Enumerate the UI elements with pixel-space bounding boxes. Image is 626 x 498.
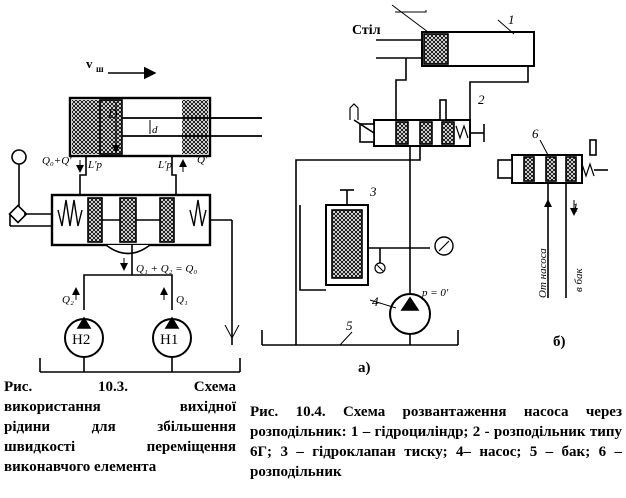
label-5: 5	[346, 318, 353, 333]
from-pump-label: От насоса	[537, 248, 549, 298]
caption-word: Схема	[193, 379, 236, 395]
lp-left-label: L'p	[87, 159, 102, 171]
caption-line: виконавчого елемента	[4, 457, 236, 477]
lp-right-label: L'p	[157, 159, 172, 171]
caption-word: Рис.	[4, 379, 33, 395]
velocity-sub-label: ш	[96, 64, 104, 74]
distributor-2	[359, 99, 485, 147]
caption-word: 10.3.	[97, 379, 128, 395]
pressure-valve-3	[299, 189, 369, 291]
pump-h2-label: H2	[72, 332, 90, 348]
label-6: 6	[532, 126, 539, 141]
flow-q0-label: Q₀+Q'	[42, 155, 72, 167]
lever-handle[interactable]	[8, 149, 52, 227]
line-q2	[83, 245, 133, 310]
pump-h1-label: H1	[160, 332, 178, 348]
label-4: 4	[372, 294, 379, 309]
caption-fig-10-4: Рис. 10.4. Схема розвантаження насоса че…	[250, 404, 622, 480]
distributor-valve	[50, 193, 212, 255]
label-3: 3	[369, 184, 377, 199]
subfigure-b-label: б)	[553, 334, 566, 350]
cylinder	[68, 96, 262, 158]
flow-q-prime-label: Q'	[197, 154, 208, 166]
flow-q1-label: Q₁	[176, 294, 188, 306]
caption-word: рідини	[4, 419, 51, 435]
pump-4	[389, 293, 431, 345]
caption-line: Рис. 10.3. Схема	[4, 377, 236, 397]
pressure-label: p = 0'	[421, 287, 449, 299]
pump-h1	[152, 316, 192, 372]
velocity-label: v	[86, 56, 93, 71]
caption-fig-10-3: Рис. 10.3. Схема використання вихідної р…	[4, 377, 236, 477]
line-q1	[132, 274, 173, 310]
figure-10-3	[8, 66, 262, 373]
caption-word: швидкості	[4, 439, 76, 455]
table-label: Стіл	[352, 23, 381, 38]
caption-line: швидкості переміщення	[4, 437, 236, 457]
figure-10-4-b	[497, 139, 608, 298]
caption-word: виконавчого елемента	[4, 459, 157, 475]
hydraulic-cylinder-1	[376, 19, 535, 67]
caption-word: для	[91, 419, 116, 435]
caption-word: вихідної	[179, 399, 236, 415]
pump-h2	[64, 316, 104, 372]
diameter-D-label: D	[107, 106, 118, 121]
to-tank-label: в бак	[573, 267, 585, 292]
line-left	[79, 156, 87, 195]
caption-word: збільшення	[157, 419, 236, 435]
caption-word: переміщення	[146, 439, 236, 455]
flow-q2-label: Q₂	[62, 294, 74, 306]
label-1: 1	[508, 12, 515, 27]
label-1b: 1	[572, 200, 579, 215]
subfigure-a-label: а)	[358, 360, 371, 376]
caption-line: використання вихідної	[4, 397, 236, 417]
figure-10-4-a	[261, 4, 535, 346]
caption-line: рідини для збільшення	[4, 417, 236, 437]
tank-5	[261, 330, 459, 346]
caption-word: використання	[4, 399, 101, 415]
diameter-d-label: d	[152, 124, 158, 136]
flow-sum-label: Q₁ + Q₂ = Q₀	[136, 263, 197, 275]
label-2: 2	[478, 92, 485, 107]
line-right	[171, 156, 177, 195]
